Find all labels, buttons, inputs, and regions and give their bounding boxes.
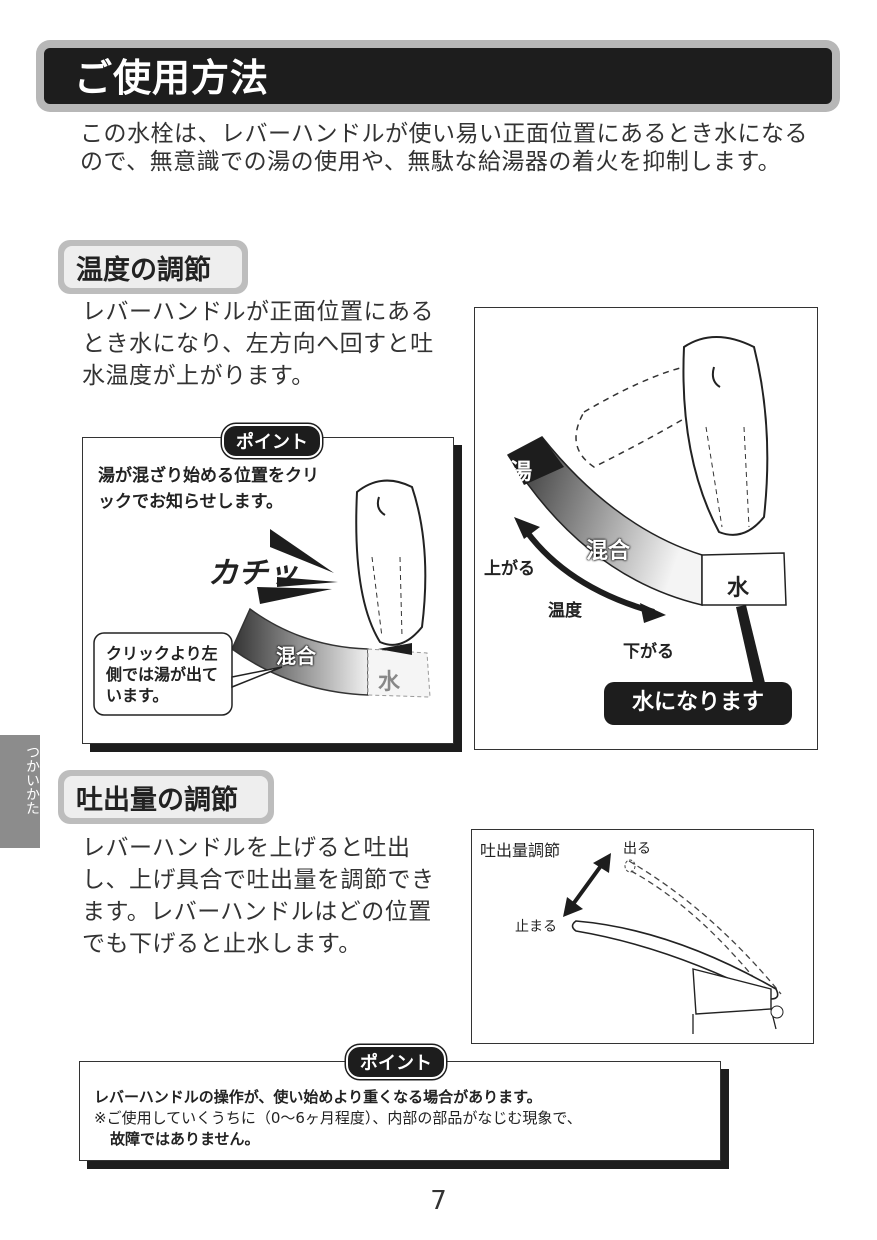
click-ray-2	[277, 577, 338, 587]
arrow-down-icon	[563, 897, 583, 917]
point-text: 湯が混ざり始める位置をクリックでお知らせします。	[98, 466, 319, 512]
down-label: 下がる	[623, 642, 674, 662]
section-header-flow: 吐出量の調節	[58, 770, 274, 824]
section-title-flow: 吐出量の調節	[76, 784, 238, 816]
title-banner-inner: ご使用方法	[44, 48, 832, 104]
callout-text: クリックより左側では湯が出ています。	[106, 644, 219, 705]
note-line-1: レバーハンドルの操作が、使い始めより重くなる場合があります。	[94, 1088, 542, 1106]
water-callout-text: 水になります	[631, 690, 764, 715]
flow-illustration	[563, 853, 784, 1034]
stop-label: 止まる	[515, 919, 557, 935]
note-line-3: 故障ではありません。	[110, 1130, 260, 1148]
page-number: 7	[430, 1186, 447, 1216]
section-header-temperature: 温度の調節	[58, 240, 248, 294]
side-tab-label: つかいかた	[24, 745, 40, 815]
water-label-small: 水	[378, 670, 401, 695]
side-tab: つかいかた	[0, 735, 40, 848]
click-ray-1	[270, 529, 334, 573]
intro-text: この水栓は、レバーハンドルが使い易い正面位置にあるとき水になるので、無意識での湯…	[80, 121, 809, 175]
flow-description: レバーハンドルを上げると吐出し、上げ具合で吐出量を調節できます。レバーハンドルは…	[82, 835, 435, 957]
mix-band	[231, 607, 369, 696]
section-header-inner: 吐出量の調節	[64, 776, 268, 818]
water-callout-box	[604, 682, 792, 725]
title-banner: ご使用方法	[36, 40, 840, 112]
temperature-description: レバーハンドルが正面位置にあるとき水になり、左方向へ回すと吐水温度が上がります。	[82, 299, 435, 389]
out-label: 出る	[623, 841, 651, 857]
page-title: ご使用方法	[74, 56, 270, 100]
temperature-label: 温度	[548, 601, 582, 621]
note-line-2: ※ご使用していくうちに（0〜6ヶ月程度）、内部の部品がなじむ現象で、	[94, 1109, 582, 1127]
up-label: 上がる	[484, 559, 535, 579]
water-band	[367, 648, 431, 698]
temperature-arrow	[519, 523, 655, 615]
arrow-down-icon	[640, 603, 666, 623]
section-header-inner: 温度の調節	[64, 246, 242, 288]
water-segment	[701, 552, 787, 606]
arrow-up-icon	[514, 517, 540, 539]
water-label: 水	[727, 576, 750, 601]
click-illustration	[93, 479, 431, 716]
arrow-up-icon	[593, 853, 611, 873]
click-ray-3	[257, 587, 332, 604]
hot-label: 湯	[510, 460, 533, 485]
lever-handle-icon	[355, 479, 427, 646]
lever-handle-icon	[682, 336, 769, 536]
callout-box	[93, 632, 233, 716]
mix-label-small: 混合	[276, 644, 316, 668]
flow-figure-title: 吐出量調節	[480, 841, 561, 860]
arrow-left-icon	[378, 643, 412, 655]
temperature-illustration	[506, 336, 792, 725]
lever-rotated-outline	[575, 366, 708, 468]
point-badge: ポイント	[346, 1045, 446, 1079]
point-badge: ポイント	[222, 424, 322, 458]
section-title-temperature: 温度の調節	[76, 254, 211, 286]
mix-label: 混合	[586, 539, 631, 564]
